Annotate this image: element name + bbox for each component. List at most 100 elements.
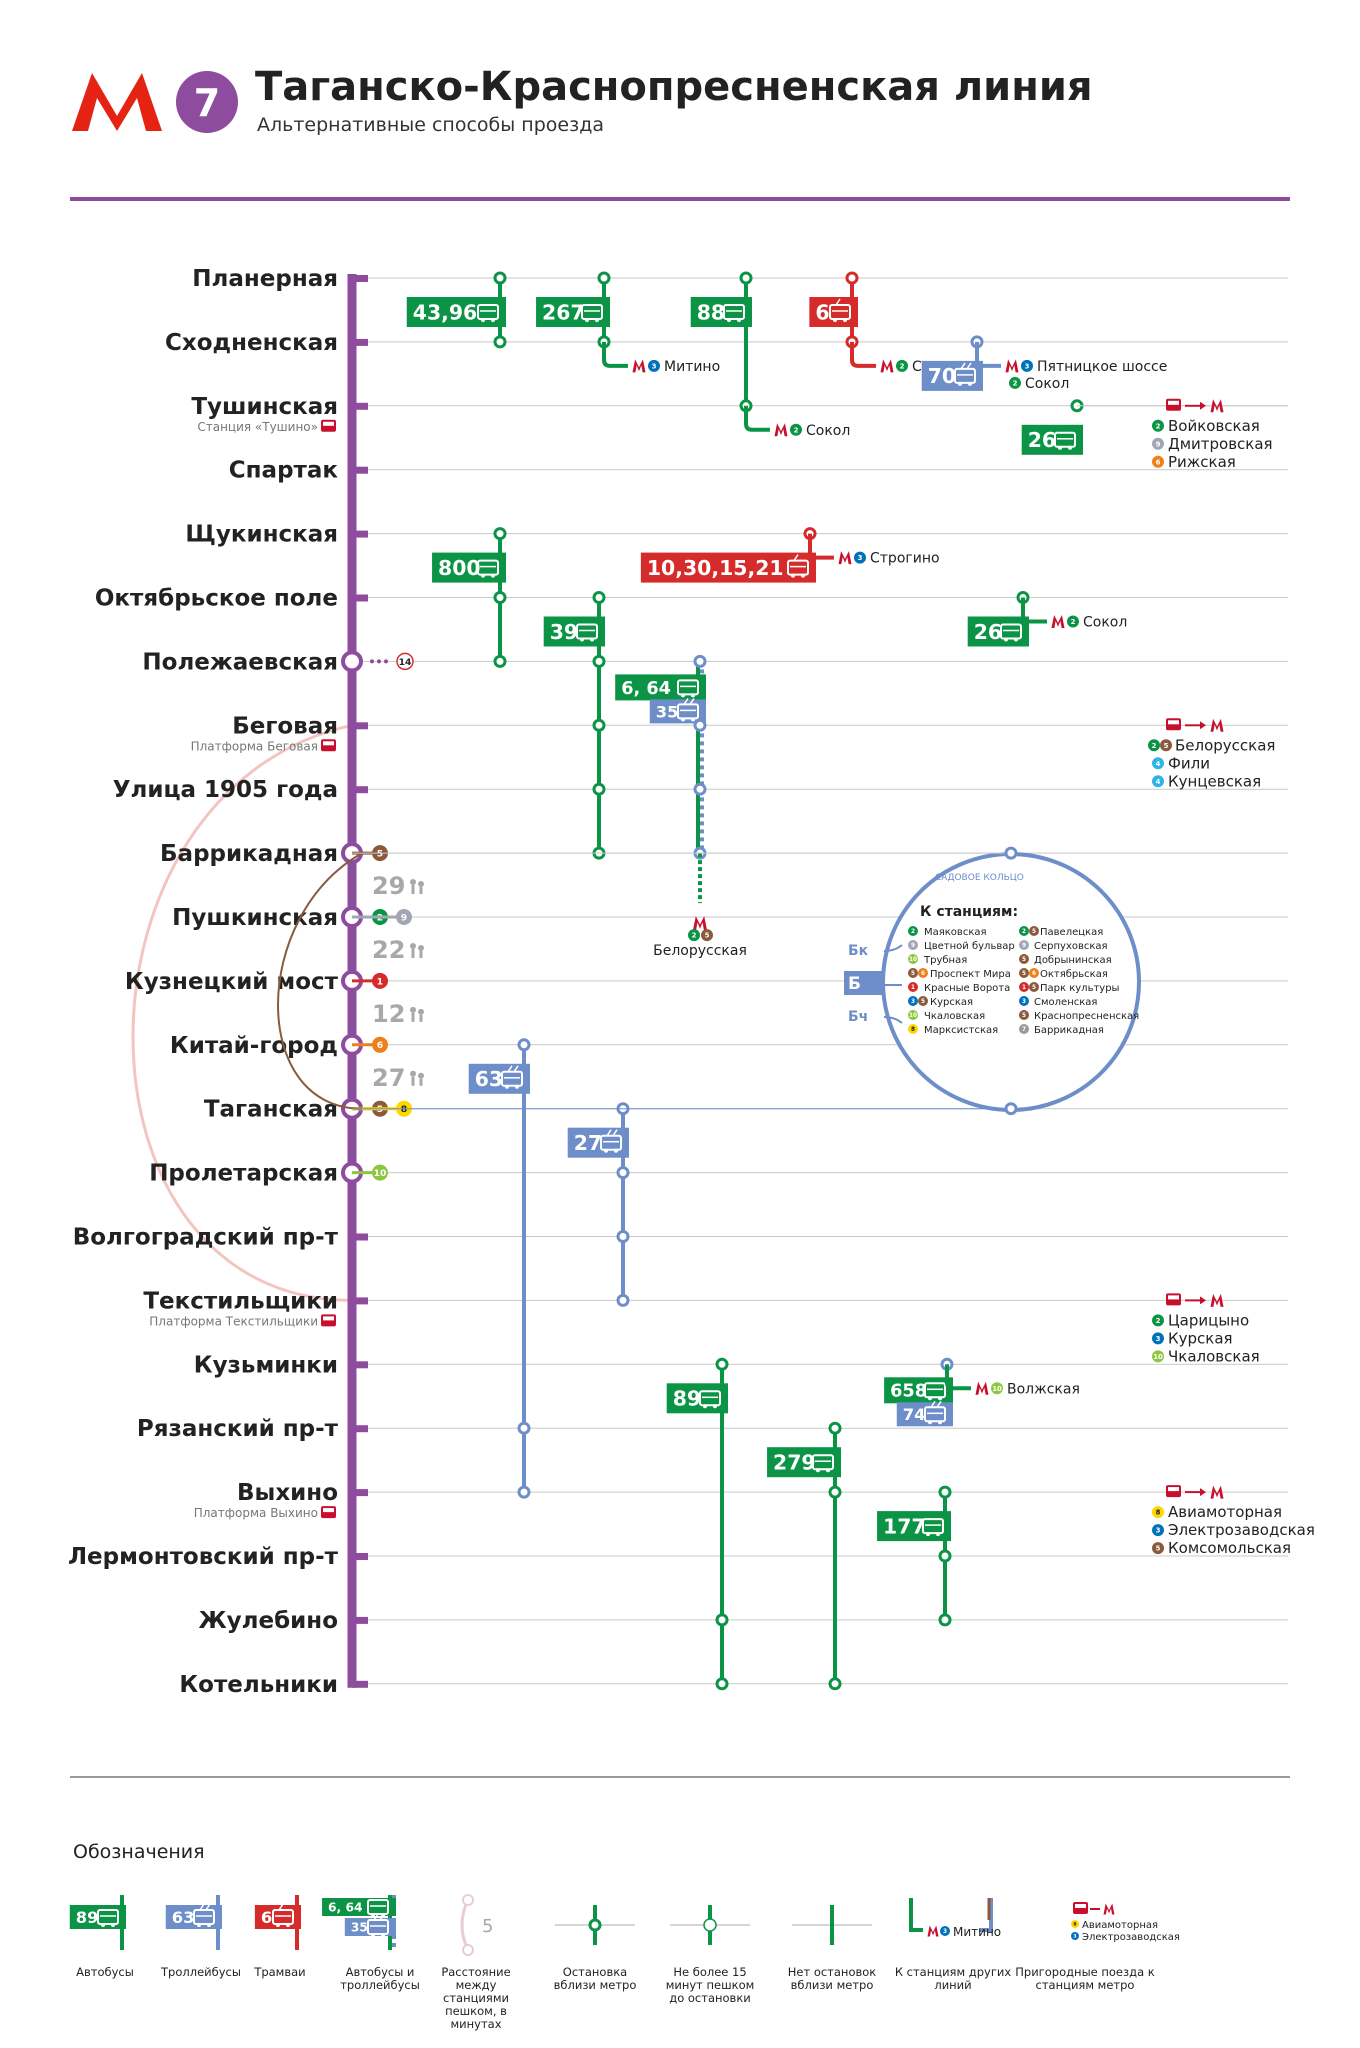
vehicle-wheel <box>727 318 731 322</box>
bus-icon <box>581 304 603 322</box>
station-21[interactable]: Лермонтовский пр-т <box>68 1544 368 1570</box>
route-number: 27 <box>574 1131 602 1155</box>
train-icon <box>1073 1902 1088 1914</box>
route-26[interactable]: 26 <box>1021 399 1288 455</box>
bus-icon <box>97 1909 119 1927</box>
line-number: 4 <box>1156 760 1161 768</box>
line-6-badge: 6 <box>1029 968 1039 978</box>
metro-icon <box>927 1925 939 1937</box>
route-number: 177 <box>883 1514 926 1538</box>
route-number: 88 <box>697 300 725 324</box>
rail-destination-name: Комсомольская <box>1168 1539 1291 1557</box>
line-5-badge: 5 <box>908 968 918 978</box>
line-badge-circle <box>1067 615 1079 628</box>
vehicle-pole <box>793 554 799 562</box>
line-badge-circle <box>918 968 928 978</box>
vehicle-pole <box>606 1129 612 1137</box>
station-11[interactable]: Пушкинская <box>172 905 363 931</box>
station-19[interactable]: Рязанский пр-т <box>137 1416 368 1442</box>
route-label: 658 <box>884 1377 953 1404</box>
station-name: Жулебино <box>199 1608 338 1634</box>
line-number: 2 <box>1013 379 1018 387</box>
station-7[interactable]: Полежаевская <box>142 649 363 675</box>
line-14-badge: 14 <box>396 652 414 671</box>
route-stop <box>715 1613 729 1627</box>
station-2[interactable]: Сходненская <box>165 330 368 356</box>
station-14[interactable]: Таганская <box>204 1097 363 1123</box>
station-5[interactable]: Щукинская <box>185 522 368 548</box>
station-4[interactable]: Спартак <box>229 458 368 484</box>
station-10[interactable]: Баррикадная <box>160 841 363 867</box>
ring-station-name: Чкаловская <box>924 1011 985 1022</box>
route-label: 26 <box>967 616 1029 647</box>
route-63[interactable]: 63 <box>468 1038 531 1499</box>
line-badge-circle <box>1148 739 1160 752</box>
rail-destination-name: Фили <box>1168 754 1210 772</box>
station-tick <box>352 275 368 282</box>
vehicle-wheel <box>580 637 584 642</box>
route-39[interactable]: 39 <box>543 591 606 860</box>
station-22[interactable]: Жулебино <box>199 1608 368 1634</box>
route-label: 89 <box>666 1383 728 1414</box>
bus-icon <box>812 1454 834 1473</box>
line-number: 10 <box>909 1013 917 1019</box>
station-name: Спартак <box>229 458 339 484</box>
line-number: 5 <box>911 971 915 977</box>
station-12[interactable]: Кузнецкий мост <box>125 969 363 995</box>
line-2-badge: 2 <box>1009 376 1021 389</box>
metro-m-shape <box>1210 399 1224 413</box>
train-window <box>1168 1295 1179 1300</box>
route-number: 6, 64 <box>328 1900 362 1914</box>
station-tick <box>352 594 368 602</box>
station-1[interactable]: Планерная <box>192 266 368 292</box>
line-2-badge: 2 <box>1148 739 1160 752</box>
station-23[interactable]: Котельники <box>179 1672 368 1698</box>
legend-caption-line: минут пешком <box>666 1978 755 1992</box>
metro-icon <box>1210 1485 1224 1499</box>
route-27[interactable]: 27 <box>567 1102 630 1307</box>
legend-caption-line: линий <box>934 1978 971 1992</box>
legend-sample: Митино <box>953 1925 1001 1939</box>
station-9[interactable]: Улица 1905 года <box>113 777 368 803</box>
route-89[interactable]: 89 <box>666 1357 729 1691</box>
station-16[interactable]: Волгоградский пр-т <box>73 1225 368 1251</box>
station-6[interactable]: Октябрьское поле <box>95 586 368 612</box>
route-number: 35 <box>351 1920 368 1934</box>
line-number: 5 <box>1032 985 1036 991</box>
walk-icon <box>418 881 424 888</box>
train-window <box>1075 1904 1086 1908</box>
route-177[interactable]: 177 <box>877 1485 952 1627</box>
route-279[interactable]: 279 <box>767 1421 842 1691</box>
vehicle-wheel <box>703 1404 707 1409</box>
route-43-96[interactable]: 43,96 <box>406 271 507 349</box>
ring-route-arrow <box>883 1016 903 1024</box>
route-stop <box>1004 846 1018 860</box>
station-15[interactable]: Пролетарская <box>149 1161 363 1187</box>
route-800[interactable]: 800 <box>432 527 507 668</box>
station-name: Сходненская <box>165 330 338 356</box>
station-13[interactable]: Китай-город <box>170 1033 363 1059</box>
route-to-line <box>975 341 1001 368</box>
line-number: 6 <box>921 971 925 977</box>
station-18[interactable]: Кузьминки <box>194 1352 368 1378</box>
